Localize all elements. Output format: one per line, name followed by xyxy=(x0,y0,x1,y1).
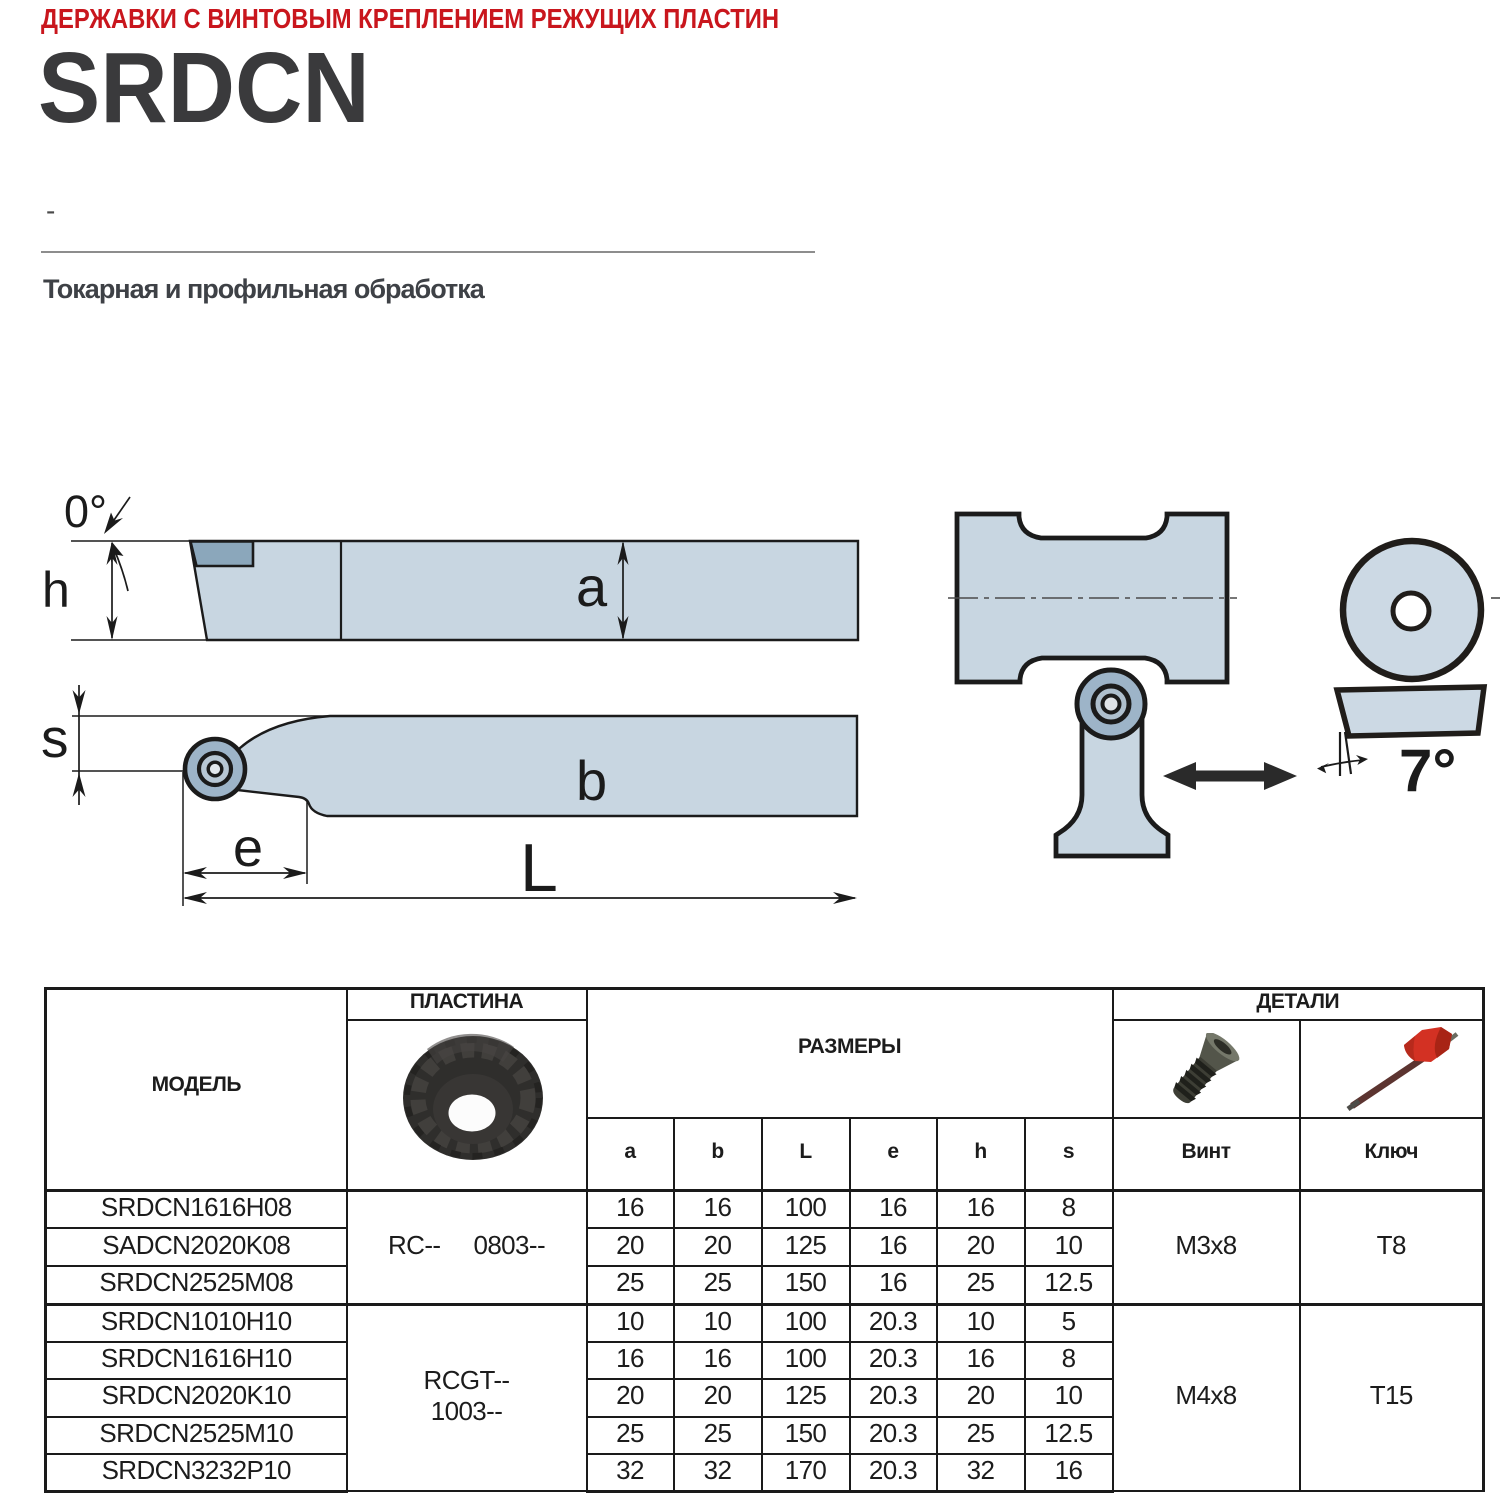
svg-text:h: h xyxy=(42,562,70,618)
svg-text:s: s xyxy=(41,707,69,769)
svg-text:b: b xyxy=(576,749,607,812)
svg-text:L: L xyxy=(520,830,558,906)
svg-text:7°: 7° xyxy=(1399,737,1456,804)
svg-text:e: e xyxy=(233,818,263,878)
svg-text:0°: 0° xyxy=(64,486,107,537)
svg-text:a: a xyxy=(576,555,608,618)
